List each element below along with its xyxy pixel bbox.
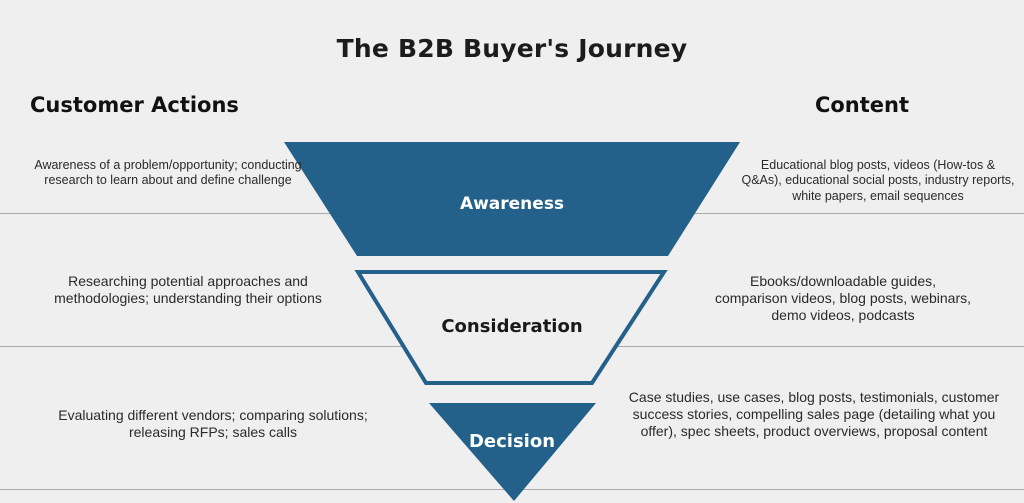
- stage-label-consideration: Consideration: [441, 316, 583, 337]
- stage-label-decision: Decision: [468, 431, 556, 452]
- consideration-actions-text: Researching potential approaches and met…: [54, 273, 322, 307]
- decision-content-text: Case studies, use cases, blog posts, tes…: [628, 389, 1000, 440]
- decision-actions-text: Evaluating different vendors; comparing …: [58, 407, 368, 441]
- decision-funnel-segment: [429, 403, 596, 501]
- stage-label-awareness: Awareness: [459, 194, 565, 214]
- consideration-funnel-segment: [354, 270, 668, 385]
- consideration-content-text: Ebooks/downloadable guides, comparison v…: [714, 273, 972, 324]
- awareness-content-text: Educational blog posts, videos (How-tos …: [741, 158, 1015, 203]
- awareness-actions-text: Awareness of a problem/opportunity; cond…: [34, 158, 302, 188]
- customer-actions-header: Customer Actions: [30, 93, 239, 117]
- diagram-title: The B2B Buyer's Journey: [336, 34, 688, 63]
- content-header: Content: [814, 93, 910, 117]
- awareness-funnel-segment: [284, 142, 740, 256]
